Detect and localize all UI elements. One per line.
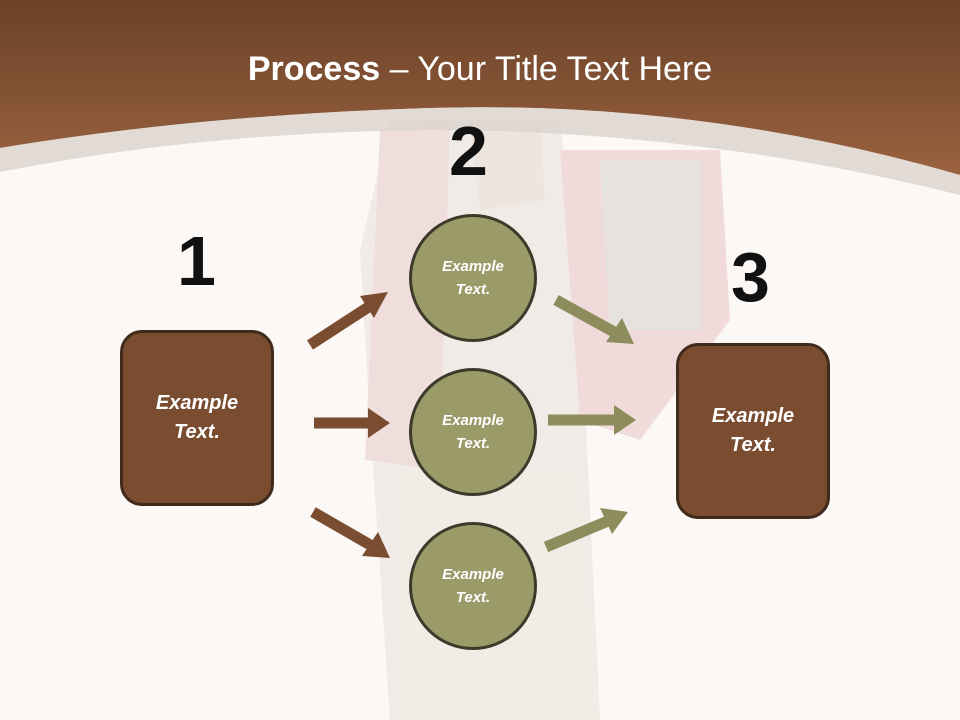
header-band — [0, 0, 960, 175]
circle-1: Example Text. — [409, 214, 537, 342]
circle-3: Example Text. — [409, 522, 537, 650]
arrow-to-circle-2 — [314, 408, 390, 438]
arrow-to-circle-1 — [307, 292, 388, 350]
title-rest: – Your Title Text Here — [380, 50, 713, 88]
arrow-from-circle-2 — [548, 405, 636, 435]
arrow-from-circle-3 — [543, 508, 628, 553]
title-bold: Process — [247, 50, 381, 88]
circle-2: Example Text. — [409, 368, 537, 496]
slide-title: Process – Your Title Text Here — [0, 50, 960, 89]
step-number-2: 2 — [449, 112, 488, 190]
arrow-from-circle-1 — [553, 295, 634, 344]
header-swoosh — [0, 107, 960, 195]
left-box: Example Text. — [120, 330, 274, 506]
step-number-3: 3 — [731, 238, 770, 316]
right-box: Example Text. — [676, 343, 830, 519]
step-number-1: 1 — [177, 222, 216, 300]
arrow-to-circle-3 — [310, 507, 390, 558]
